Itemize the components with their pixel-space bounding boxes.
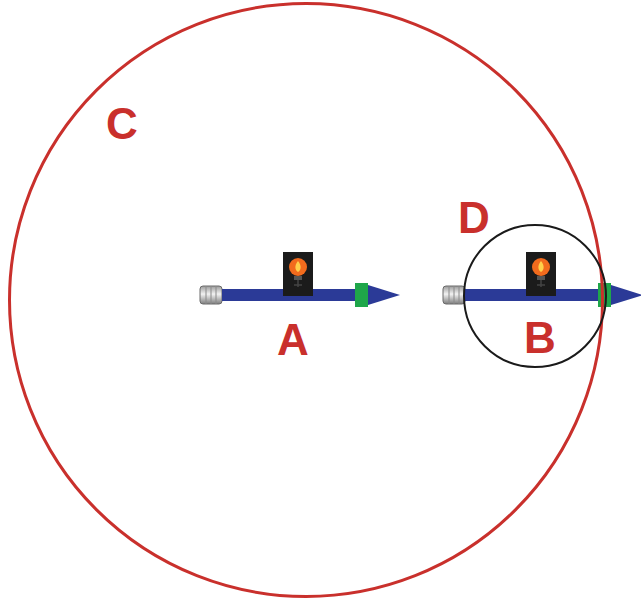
circle-outline bbox=[464, 225, 606, 367]
part-letter: B bbox=[524, 316, 556, 360]
part-letter: A bbox=[277, 318, 309, 362]
region-letter: C bbox=[106, 102, 138, 146]
circle-outline bbox=[10, 4, 603, 597]
rod bbox=[200, 252, 400, 307]
region-letter: D bbox=[458, 196, 490, 240]
region-circle: DC bbox=[8, 2, 604, 598]
circle-outline bbox=[8, 2, 604, 598]
